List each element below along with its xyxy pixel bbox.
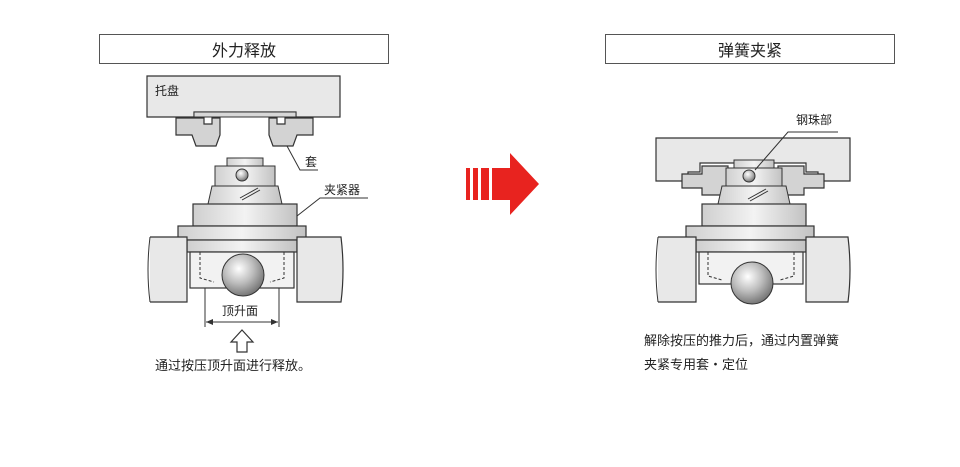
left-clamp-body	[177, 203, 307, 253]
label-sleeve: 套	[305, 155, 317, 169]
transition-arrow-icon	[466, 153, 539, 215]
lift-surface-dimension	[204, 288, 280, 327]
right-clamp-head	[717, 159, 791, 205]
leader-clamp	[296, 197, 368, 217]
right-steel-ball-icon	[742, 169, 756, 183]
label-pallet: 托盘	[155, 83, 179, 98]
right-panel-title: 弹簧夹紧	[605, 34, 895, 64]
leader-steel-ball	[754, 131, 838, 171]
right-caption-line-1: 解除按压的推力后，通过内置弹簧	[644, 334, 840, 349]
left-pallet	[146, 75, 341, 118]
right-sleeve	[681, 165, 825, 196]
label-steel-ball: 钢珠部	[796, 112, 832, 127]
right-lift-ball-icon	[730, 261, 774, 305]
leader-sleeve	[286, 145, 318, 171]
right-caption-line-2: 夹紧专用套・定位	[644, 358, 749, 373]
left-steel-ball-icon	[235, 168, 249, 182]
left-base-plate	[147, 236, 344, 303]
right-caption: 解除按压的推力后，通过内置弹簧 夹紧专用套・定位	[644, 330, 904, 378]
push-up-arrow-icon	[229, 329, 255, 353]
left-panel-title: 外力释放	[99, 34, 389, 64]
label-lift-surface: 顶升面	[222, 304, 258, 318]
right-clamp-body	[685, 203, 815, 253]
left-caption: 通过按压顶升面进行释放。	[155, 359, 312, 374]
label-clamp: 夹紧器	[324, 183, 360, 197]
left-sleeve	[175, 117, 314, 147]
left-lift-ball-icon	[221, 253, 265, 297]
left-clamp-head	[207, 157, 283, 205]
